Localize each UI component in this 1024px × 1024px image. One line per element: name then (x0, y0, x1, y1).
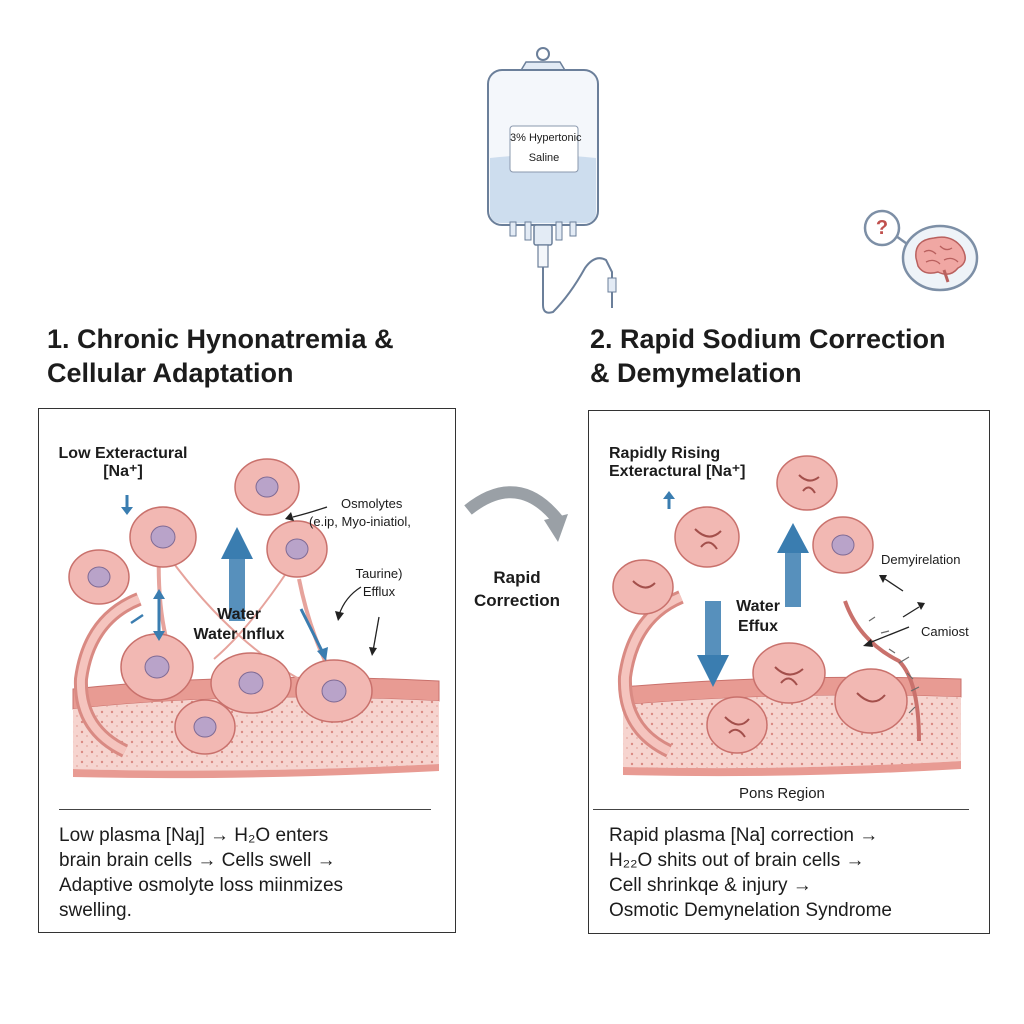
iv-bag-label-line2: Saline (528, 152, 560, 164)
panel1-caption-line: brain brain cells → Cells swell → (59, 850, 336, 871)
osmolytes-label-line2: (e.ip, Myo-iniatiol, (309, 514, 411, 529)
panel1-heading-line2: Cellular Adaptation (47, 358, 294, 388)
panel2-heading-line2: & Demymelation (590, 358, 802, 388)
pons-region-label: Pons Region (739, 785, 825, 802)
water-arrow-up-icon (221, 527, 253, 621)
panel1-caption: Low plasma [Naȷ] → H₂O enters brain brai… (59, 823, 449, 923)
brain-icon (863, 209, 979, 292)
low-na-label-line2: [Na⁺] (103, 463, 143, 480)
transition-label: Rapid Correction (458, 566, 576, 612)
panel1-divider (59, 809, 431, 810)
panel1-cell (174, 699, 236, 755)
panel2-caption: Rapid plasma [Na] correction → H₂₂O shit… (609, 823, 985, 923)
water-arrow-down-icon (697, 601, 729, 687)
panel2-cell (834, 668, 908, 734)
panel1-caption-line: swelling. (59, 900, 132, 921)
panel2-heading: 2. Rapid Sodium Correction & Demymelatio… (590, 322, 1010, 390)
panel1-illustration (68, 458, 440, 779)
brain-question-icon: ? (860, 208, 980, 298)
panel1-cell (234, 458, 300, 516)
panel1-cell (129, 506, 197, 568)
panel2-caption-line: Cell shrinkqe & injury → (609, 875, 812, 896)
panel2-cell (752, 642, 826, 704)
iv-bag-drawing (487, 47, 617, 314)
panel2-cell (612, 559, 674, 615)
panel1-cell (266, 520, 328, 578)
water-influx-label: Water Water Influx (169, 605, 309, 645)
rising-na-label-line2: Exteractural [Na⁺] (609, 463, 746, 480)
panel1-cell (68, 549, 130, 605)
panel2-cell (812, 516, 874, 574)
osmolytes-label-line1: Osmolytes (341, 496, 403, 511)
transition: Rapid Correction (458, 470, 588, 620)
transition-label-line2: Correction (474, 591, 560, 610)
panel1-caption-line: Adaptive osmolyte loss miinmizes (59, 875, 344, 896)
panel2-caption-line: H₂₂O shits out of brain cells → (609, 850, 865, 871)
panel1-cell (295, 659, 373, 723)
demyelination-label: Demyirelation (881, 552, 961, 567)
iv-bag-label-line1: 3% Hypertonic (510, 132, 582, 144)
question-mark-icon: ? (875, 217, 889, 239)
taurine-label-line1: Taurine) (355, 566, 403, 581)
panel2-cell (674, 506, 740, 568)
panel1-cell (120, 633, 194, 701)
taurine-label-line2: Efflux (362, 584, 396, 599)
panel2-cell (776, 455, 838, 511)
water-influx-label-line1: Water (217, 606, 261, 623)
water-arrow-up-icon (777, 523, 809, 607)
panel2: Rapidly Rising Exteractural [Na⁺] Water … (588, 410, 990, 934)
iv-bag-label: 3% Hypertonic Saline (510, 128, 582, 168)
camiost-label: Camiost (921, 624, 969, 639)
panel2-caption-line: Rapid plasma [Na] correction → (609, 825, 879, 846)
panel2-cell (706, 696, 768, 754)
panel1-cell (210, 652, 292, 714)
low-na-label: Low Exteractural [Na⁺] (53, 445, 193, 481)
iv-bag: 3% Hypertonic Saline (470, 40, 640, 320)
low-na-label-line1: Low Exteractural (58, 445, 188, 462)
taurine-label: Taurine) Efflux (339, 565, 419, 601)
panel2-caption-line: Osmotic Demynelation Syndrome (609, 900, 892, 921)
water-efflux-label-line1: Water (736, 598, 780, 615)
water-efflux-label: Water Effux (723, 597, 793, 637)
panel2-heading-line1: 2. Rapid Sodium Correction (590, 324, 946, 354)
osmolytes-label: Osmolytes (e.ip, Myo-iniatiol, (309, 495, 459, 531)
rising-na-label: Rapidly Rising Exteractural [Na⁺] (609, 445, 789, 481)
water-efflux-label-line2: Effux (738, 618, 778, 635)
panel2-divider (593, 809, 969, 810)
water-influx-label-line2: Water Influx (193, 626, 285, 643)
curved-arrow-icon (464, 486, 568, 542)
panel1: Low Exteractural [Na⁺] Osmolytes (e.ip, … (38, 408, 456, 933)
panel1-caption-line: Low plasma [Naȷ] → H₂O enters (59, 825, 329, 846)
transition-label-line1: Rapid (493, 568, 541, 587)
rising-na-label-line1: Rapidly Rising (609, 445, 721, 462)
panel1-heading: 1. Chronic Hynonatremia & Cellular Adapt… (47, 322, 467, 390)
panel1-heading-line1: 1. Chronic Hynonatremia & (47, 324, 394, 354)
panel2-illustration (612, 455, 962, 777)
